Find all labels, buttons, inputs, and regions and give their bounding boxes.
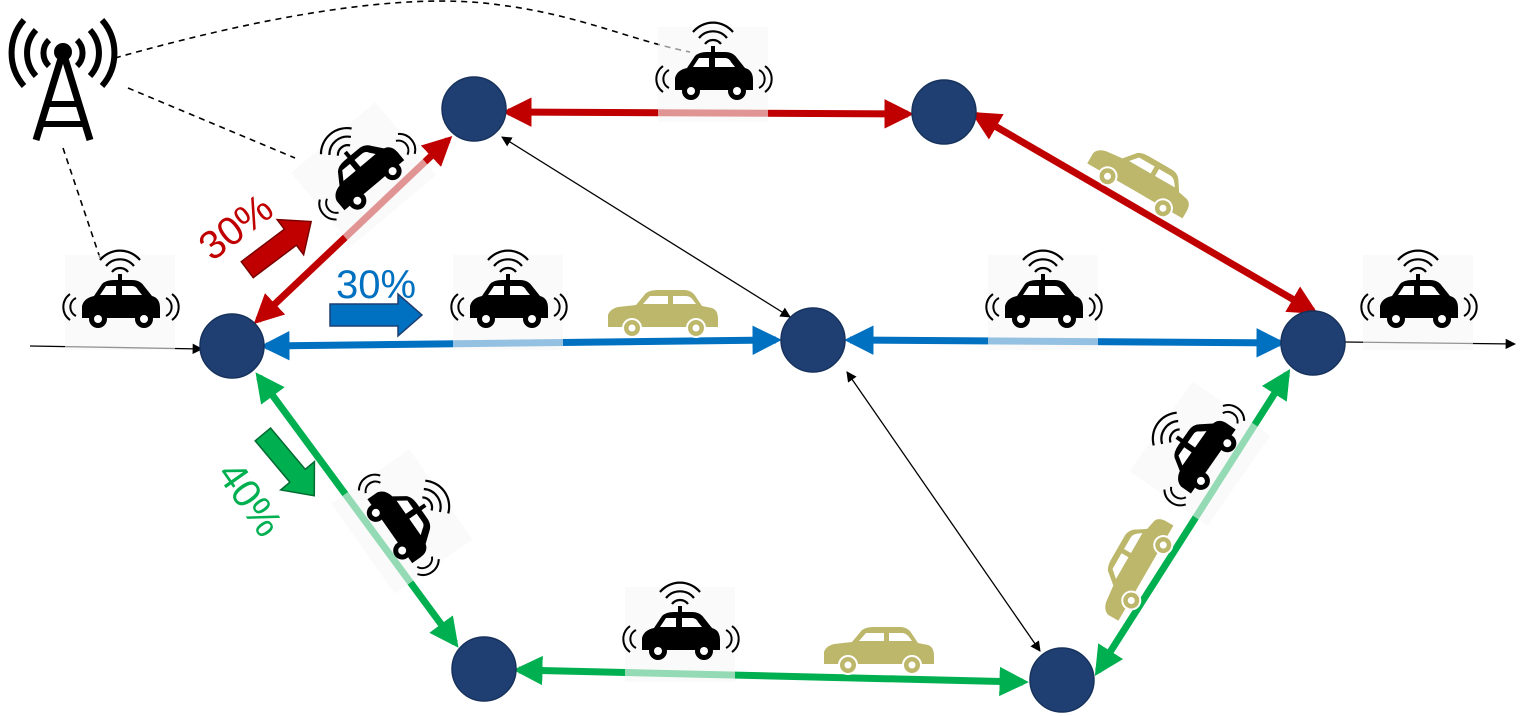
- comm-link-top: [114, 0, 691, 59]
- diagonal-link-lower: [846, 371, 1041, 652]
- diagonal-link-upper: [501, 136, 791, 318]
- autonomous-car-icon: [1360, 249, 1478, 352]
- red-route-segment: [970, 111, 1319, 315]
- red-route: [253, 97, 1319, 325]
- node-destination: [1280, 310, 1346, 376]
- green-route-segment: [513, 655, 1029, 697]
- node-top-left: [441, 76, 507, 142]
- blue-share-label: 30%: [336, 263, 416, 307]
- autonomous-car-icon: [655, 21, 773, 124]
- autonomous-car-icon: [329, 444, 480, 598]
- human-car-icon: [823, 626, 935, 675]
- cell-tower-icon: [8, 18, 118, 142]
- autonomous-car-icon: [62, 249, 180, 352]
- blue-route: [260, 325, 1286, 361]
- autonomous-car-icon: [985, 249, 1103, 352]
- communication-links: [62, 0, 691, 259]
- human-car-icon: [607, 289, 719, 338]
- green-route-segment: [1094, 369, 1291, 676]
- node-origin: [199, 313, 265, 379]
- node-center: [780, 307, 846, 373]
- network-nodes: [199, 76, 1346, 713]
- green-share-arrow: [254, 426, 316, 497]
- node-bottom-right: [1029, 647, 1095, 713]
- autonomous-car-icon: [450, 249, 568, 352]
- autonomous-car-icon: [1123, 374, 1274, 529]
- node-bottom-left: [451, 636, 517, 702]
- node-top-right: [911, 79, 977, 145]
- comm-link-upper-car: [127, 87, 296, 159]
- red-share-arrow: [240, 218, 313, 279]
- autonomous-car-icon: [622, 581, 740, 684]
- blue-share-arrow: [329, 292, 424, 338]
- comm-link-entry-car: [62, 147, 101, 259]
